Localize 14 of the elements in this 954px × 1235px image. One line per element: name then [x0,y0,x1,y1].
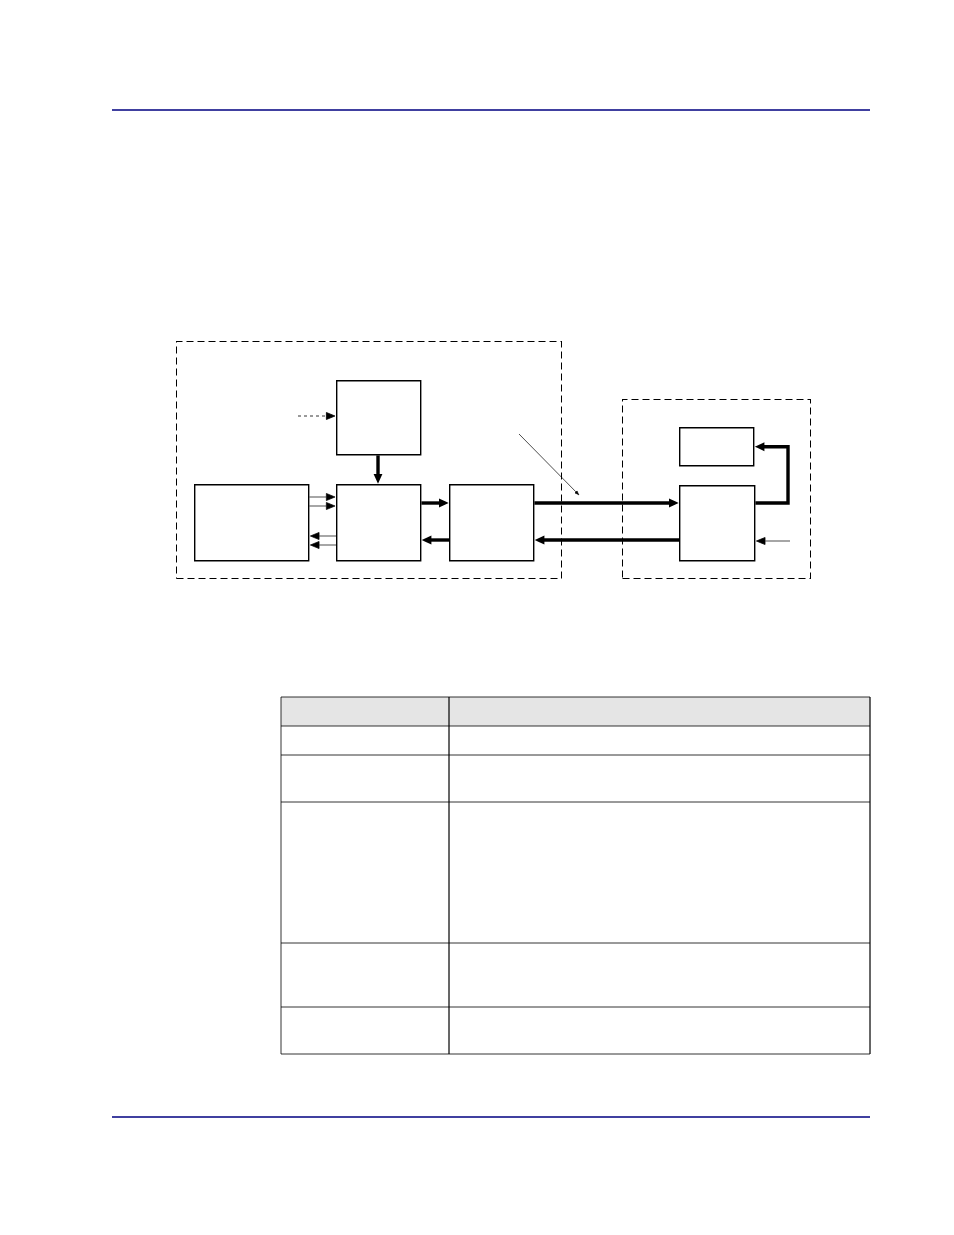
arrow [310,541,337,549]
group-frame [622,399,811,579]
arrow [310,532,337,540]
arrow [309,502,336,510]
group-frame [176,341,562,579]
block-box [449,484,535,562]
block-box [336,380,422,456]
arrow [756,537,791,545]
block-box [336,484,422,562]
arrow [309,493,336,501]
block-box [679,427,755,467]
block-box [679,485,756,562]
arrow [297,412,336,420]
block-box [194,484,310,562]
